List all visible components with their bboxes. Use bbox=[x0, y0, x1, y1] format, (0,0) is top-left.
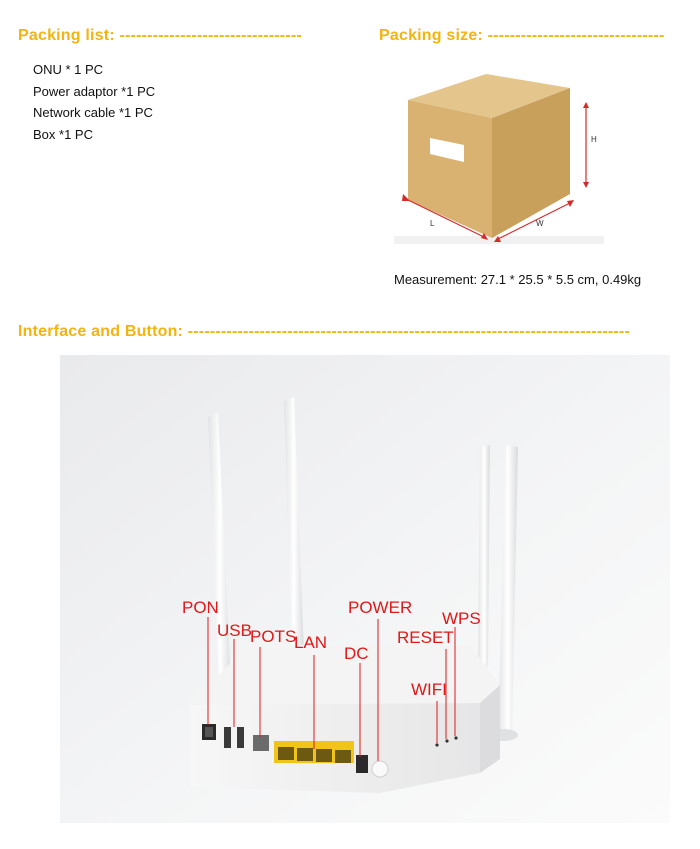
antenna-icon bbox=[478, 445, 490, 667]
list-item: Box *1 PC bbox=[33, 126, 93, 142]
list-item: Network cable *1 PC bbox=[33, 105, 153, 120]
packing-size-heading: Packing size: --------------------------… bbox=[379, 27, 665, 44]
power-button bbox=[371, 760, 389, 778]
antenna-icon bbox=[498, 445, 518, 735]
width-arrow-left-icon bbox=[494, 236, 501, 242]
wps-label: WPS bbox=[442, 609, 481, 628]
box-handle-icon bbox=[430, 138, 464, 162]
router-top bbox=[190, 645, 500, 705]
lan-label: LAN bbox=[294, 633, 327, 652]
length-arrow-left-icon bbox=[402, 194, 410, 201]
router-photo: PON USB POTS LAN DC POWER RESET WPS WIFI bbox=[60, 355, 670, 823]
wifi-button bbox=[435, 743, 439, 747]
usb-port bbox=[237, 727, 244, 748]
router-side bbox=[480, 685, 500, 773]
antenna-icon bbox=[284, 397, 304, 657]
list-item: ONU * 1 PC bbox=[33, 62, 104, 77]
antenna-icon bbox=[208, 413, 232, 707]
length-label: L bbox=[430, 219, 435, 228]
pon-label: PON bbox=[182, 598, 219, 617]
box-top-face bbox=[408, 74, 570, 118]
wps-button bbox=[454, 736, 458, 740]
width-label: W bbox=[536, 219, 544, 228]
usb-port bbox=[224, 727, 231, 748]
list-item: Power adaptor *1 PC bbox=[33, 83, 156, 99]
usb-label: USB bbox=[217, 621, 252, 640]
height-arrow-up-icon bbox=[583, 102, 589, 108]
measurement-text: Measurement: 27.1 * 25.5 * 5.5 cm, 0.49k… bbox=[394, 272, 642, 287]
length-arrow-right-icon bbox=[481, 233, 488, 240]
height-label: H bbox=[591, 135, 597, 144]
reset-label: RESET bbox=[397, 628, 454, 647]
width-arrow-right-icon bbox=[567, 200, 574, 207]
box-front-face bbox=[408, 100, 492, 238]
box-side-face bbox=[492, 88, 570, 238]
packing-list: ONU * 1 PC Power adaptor *1 PC Network c… bbox=[33, 59, 155, 145]
packing-list-heading: Packing list: --------------------------… bbox=[18, 27, 302, 44]
power-label: POWER bbox=[348, 598, 412, 617]
reset-button bbox=[445, 739, 449, 743]
wifi-label: WIFI bbox=[411, 680, 447, 699]
height-arrow-down-icon bbox=[583, 182, 589, 188]
interface-heading: Interface and Button: ------------------… bbox=[18, 323, 630, 340]
length-dimension-line bbox=[403, 197, 487, 239]
dc-port bbox=[356, 755, 368, 773]
pots-port bbox=[253, 735, 269, 751]
dc-label: DC bbox=[344, 644, 369, 663]
pots-label: POTS bbox=[250, 627, 296, 646]
width-dimension-line bbox=[495, 201, 573, 241]
box-illustration: H L W bbox=[394, 74, 604, 244]
